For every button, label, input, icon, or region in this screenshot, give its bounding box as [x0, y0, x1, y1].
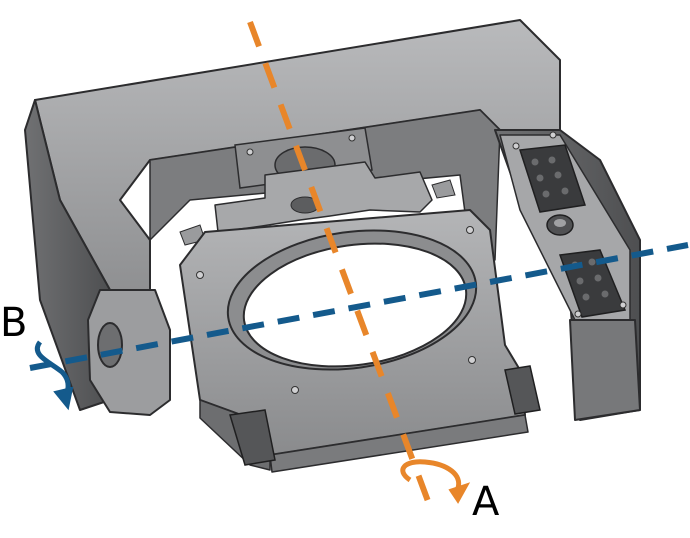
connector-upper: [512, 131, 586, 213]
axis-b: B: [0, 242, 689, 411]
axis-b-label: B: [0, 300, 27, 346]
axis-a: A: [247, 20, 500, 525]
rotation-arrow-icon: [400, 459, 462, 489]
mounting-plate: [179, 209, 541, 473]
connector-round: [546, 214, 574, 236]
axis-a-label: A: [472, 479, 500, 525]
